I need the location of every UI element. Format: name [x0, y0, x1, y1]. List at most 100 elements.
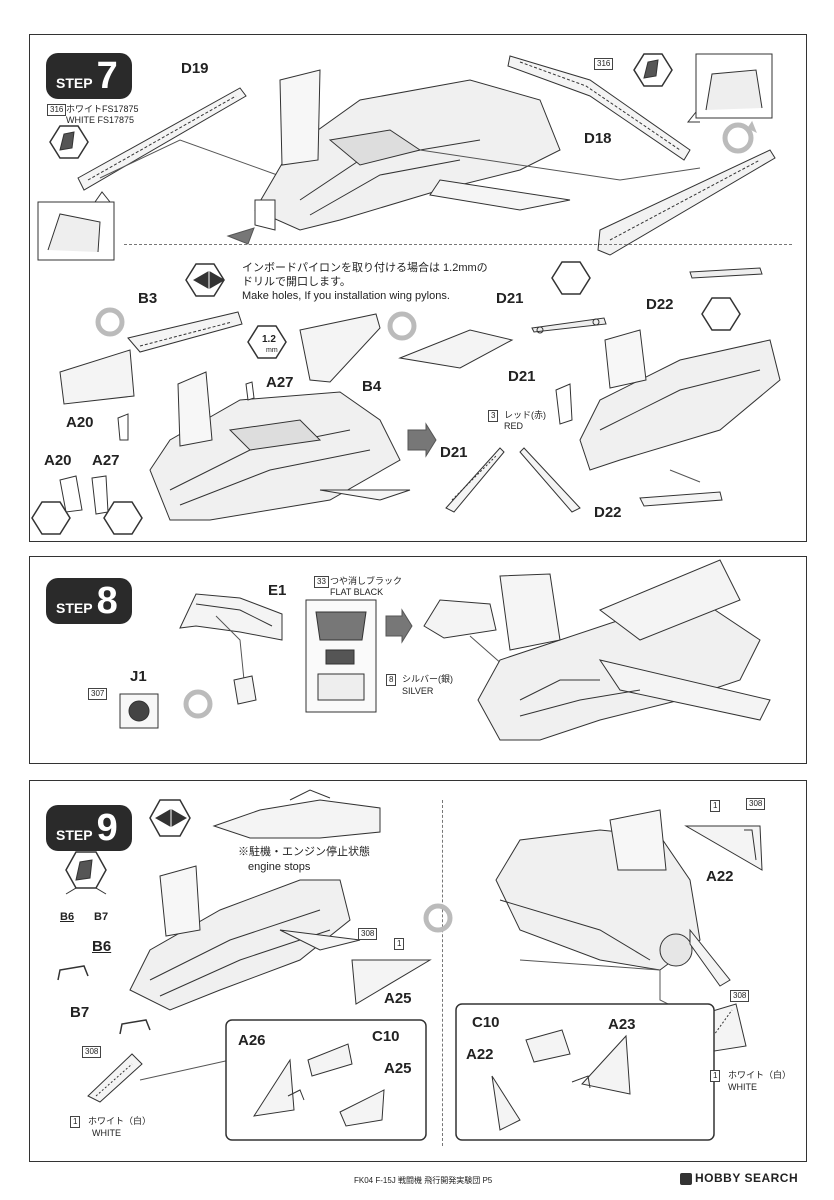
- red-en: RED: [504, 421, 524, 431]
- step9-badge-number: 9: [96, 807, 118, 849]
- part-a25-assembly: [87, 1053, 143, 1103]
- step7-badge: STEP 7: [46, 53, 132, 99]
- step8-badge-word: STEP: [56, 600, 93, 616]
- label-e1: E1: [268, 582, 287, 599]
- part-d21-fin-right: [519, 447, 581, 513]
- white-en-left: WHITE: [92, 1128, 121, 1138]
- paint-code-307: 307: [88, 688, 108, 700]
- label-a27-b: A27: [92, 452, 120, 469]
- drill-note-jp-2: ドリルで開口します。: [242, 276, 351, 288]
- rotate-icon-step8: [183, 689, 213, 719]
- part-a25: [351, 959, 432, 1005]
- paint-hex-icon-6: [103, 501, 143, 535]
- paint-code-8: 8: [386, 674, 397, 686]
- engine-note-en: engine stops: [248, 861, 311, 873]
- label-a20-b: A20: [44, 452, 72, 469]
- part-b4: [299, 313, 381, 383]
- label-b6: B6: [92, 938, 112, 955]
- engine-note-jp: ※駐機・エンジン停止状態: [238, 846, 370, 858]
- white-fs-jp: ホワイトFS17875: [66, 104, 139, 114]
- part-d18: [507, 55, 691, 161]
- white-en-right: WHITE: [728, 1082, 757, 1092]
- fuselage-lower-right: [579, 339, 781, 471]
- paint-code-308-d: 308: [730, 990, 750, 1002]
- paint-code-1-c: 1: [710, 800, 721, 812]
- label-a22-b: A22: [466, 1046, 494, 1063]
- step9-divider: [442, 800, 443, 1146]
- step8-badge-number: 8: [96, 580, 118, 622]
- label-b7-small: B7: [94, 911, 109, 923]
- part-d21-missile: [531, 317, 607, 333]
- step8-badge: STEP 8: [46, 578, 132, 624]
- step9-badge: STEP 9: [46, 805, 132, 851]
- step7-badge-word: STEP: [56, 75, 93, 91]
- label-a27: A27: [266, 374, 294, 391]
- paint-code-316-b: 316: [594, 58, 614, 70]
- drill-size: 1.2: [262, 334, 276, 345]
- paint-code-308-c: 308: [746, 798, 766, 810]
- part-right-wing-piece: [597, 149, 776, 256]
- flat-black-jp: つや消しブラック: [330, 576, 403, 586]
- paint-code-308-b: 308: [82, 1046, 102, 1058]
- paint-hex-icon-3: [551, 261, 591, 295]
- part-b6: [57, 965, 89, 981]
- label-c10: C10: [372, 1028, 400, 1045]
- label-d21-b: D21: [508, 368, 536, 385]
- label-j1: J1: [130, 668, 147, 685]
- paint-code-red: 3: [488, 410, 499, 422]
- label-a22: A22: [706, 868, 734, 885]
- drill-hex-icon: [247, 325, 287, 359]
- drill-note-en: Make holes, If you installation wing pyl…: [242, 290, 450, 302]
- label-d18: D18: [584, 130, 612, 147]
- paint-code-308-a: 308: [358, 928, 378, 940]
- label-a25-b: A25: [384, 1060, 412, 1077]
- white-jp-left: ホワイト（白）: [88, 1116, 152, 1126]
- drill-note-jp-1: インボードパイロンを取り付ける場合は 1.2mmの: [242, 262, 488, 274]
- part-d19: [77, 87, 247, 191]
- step9-badge-word: STEP: [56, 827, 93, 843]
- fuselage-top: [254, 79, 561, 231]
- drill-unit: mm: [266, 347, 278, 354]
- footer-title: FK04 F-15J 戦闘機 飛行開発実験団 P5: [354, 1176, 493, 1185]
- aircraft-silhouette: [212, 799, 381, 839]
- label-a26: A26: [238, 1032, 266, 1049]
- silver-jp: シルバー(銀): [402, 674, 453, 684]
- rotate-icon-b4: [387, 311, 417, 341]
- step7-badge-number: 7: [96, 55, 118, 97]
- paint-code-316: 316: [47, 104, 67, 116]
- paint-code-1-d: 1: [710, 1070, 721, 1082]
- part-b7: [119, 1019, 151, 1035]
- paint-hex-icon-4: [701, 297, 741, 331]
- label-a20: A20: [66, 414, 94, 431]
- rotate-icon-step9: [423, 903, 453, 933]
- label-b7: B7: [70, 1004, 90, 1021]
- step7-divider: [124, 244, 792, 245]
- white-fs-en: WHITE FS17875: [66, 115, 135, 125]
- label-c10-b: C10: [472, 1014, 500, 1031]
- rotate-icon-b3: [95, 307, 125, 337]
- brand-name: HOBBY SEARCH: [695, 1171, 799, 1185]
- silver-en: SILVER: [402, 686, 434, 696]
- red-jp: レッド(赤): [504, 410, 546, 420]
- flat-black-en: FLAT BLACK: [330, 587, 384, 597]
- white-jp-right: ホワイト（白）: [728, 1070, 792, 1080]
- paint-code-33: 33: [314, 576, 329, 588]
- label-d21-a: D21: [496, 290, 524, 307]
- label-a25: A25: [384, 990, 412, 1007]
- paint-code-1-b: 1: [70, 1116, 81, 1128]
- label-b4: B4: [362, 378, 382, 395]
- brand-logo-icon: [680, 1172, 692, 1185]
- label-d22-a: D22: [646, 296, 674, 313]
- paint-hex-icon-5: [31, 501, 71, 535]
- label-a23: A23: [608, 1016, 636, 1033]
- paint-code-1-a: 1: [394, 938, 405, 950]
- part-a22: [684, 825, 763, 871]
- label-d19: D19: [181, 60, 209, 77]
- rotate-icon-top: [722, 122, 754, 154]
- footer-brand: HOBBY SEARCH: [680, 1171, 798, 1185]
- label-b6-small: B6: [60, 911, 75, 923]
- part-seat: [233, 675, 257, 705]
